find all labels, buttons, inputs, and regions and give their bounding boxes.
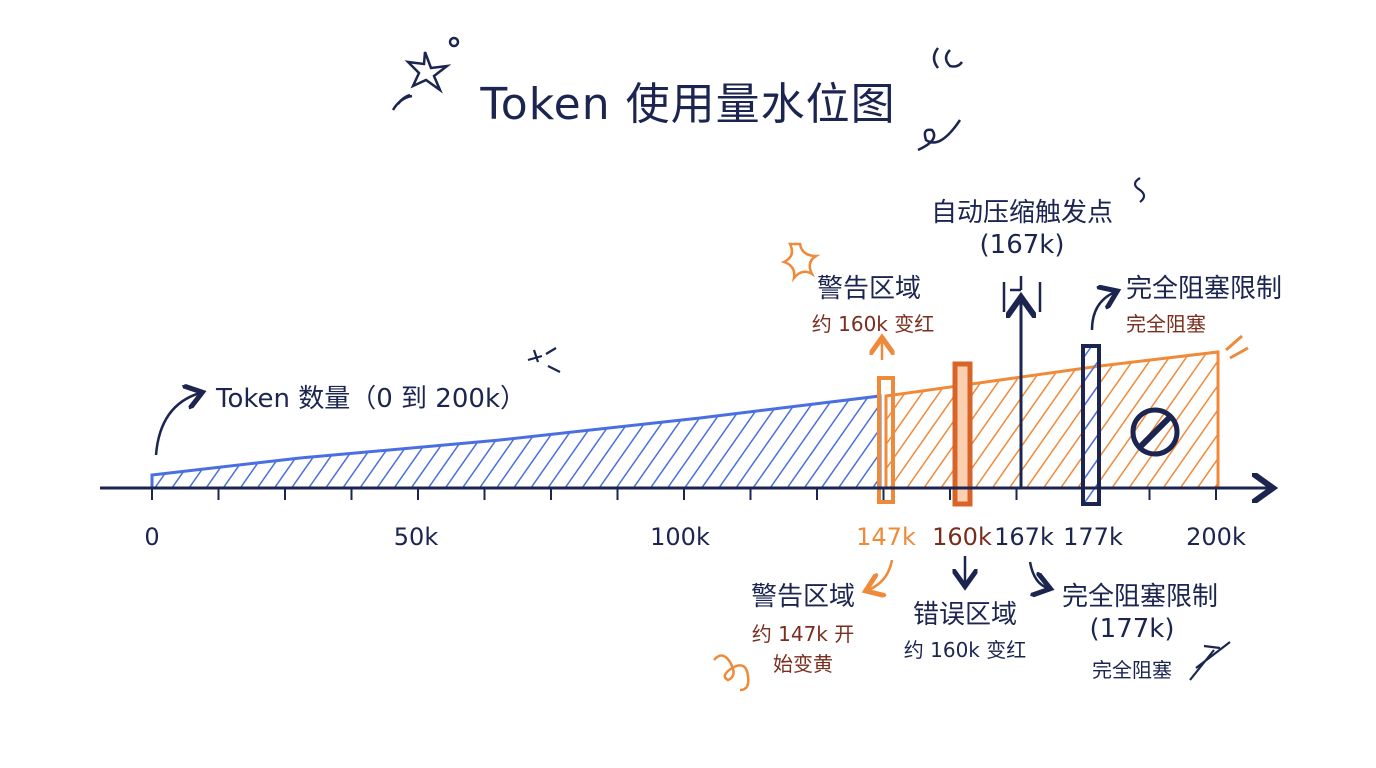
- autocompress-title: 自动压缩触发点: [930, 198, 1114, 228]
- tick-167k: 167k: [994, 523, 1054, 551]
- block-icon: [1130, 407, 1180, 457]
- accent-dash: [1225, 334, 1243, 352]
- block-bottom-title: 完全阻塞限制: [1061, 582, 1219, 612]
- squiggle-doodle: [1133, 177, 1231, 681]
- block-top-title: 完全阻塞限制: [1126, 274, 1283, 304]
- block-bottom-sub: 完全阻塞: [1092, 658, 1172, 682]
- tick-100k: 100k: [650, 523, 710, 551]
- swirl-doodle: [917, 47, 964, 152]
- marker-177k: [1081, 344, 1101, 506]
- axis-ticks: [151, 488, 1217, 500]
- block-bottom-arrow: [1028, 561, 1048, 588]
- marker-147k: [877, 376, 895, 504]
- error-bottom-title: 错误区域: [912, 600, 1018, 630]
- star-doodle: [391, 36, 460, 111]
- warning-bottom-title: 警告区域: [750, 582, 856, 612]
- sparkle-doodle: [527, 347, 561, 373]
- axis-label-arrow: [154, 393, 200, 456]
- tick-147k: 147k: [856, 523, 916, 551]
- block-top-arrow: [1090, 292, 1115, 331]
- error-bottom-sub: 约 160k 变红: [903, 638, 1027, 662]
- block-top-sub: 完全阻塞: [1126, 312, 1206, 336]
- accent-dash: [1229, 346, 1249, 360]
- burst-doodle: [780, 242, 821, 283]
- warning-bottom-sub1: 约 147k 开: [751, 622, 855, 646]
- bracket-icon: [1002, 276, 1042, 312]
- warning-top-sub: 约 160k 变红: [811, 312, 935, 336]
- axis-label: Token 数量（0 到 200k）: [216, 384, 526, 414]
- tick-0: 0: [144, 523, 160, 551]
- block-bottom-value: (177k): [1089, 614, 1175, 644]
- tick-177k: 177k: [1063, 523, 1123, 551]
- page-title: Token 使用量水位图: [480, 79, 896, 130]
- warning-top-title: 警告区域: [816, 274, 922, 304]
- curl-doodle: [713, 654, 750, 692]
- tick-50k: 50k: [393, 523, 439, 551]
- tick-160k: 160k: [932, 523, 992, 551]
- autocompress-value: (167k): [979, 230, 1065, 260]
- marker-160k: [952, 361, 973, 507]
- tick-200k: 200k: [1186, 523, 1246, 551]
- warning-bottom-sub2: 始变黄: [773, 652, 833, 676]
- warning-bottom-arrow: [868, 559, 894, 590]
